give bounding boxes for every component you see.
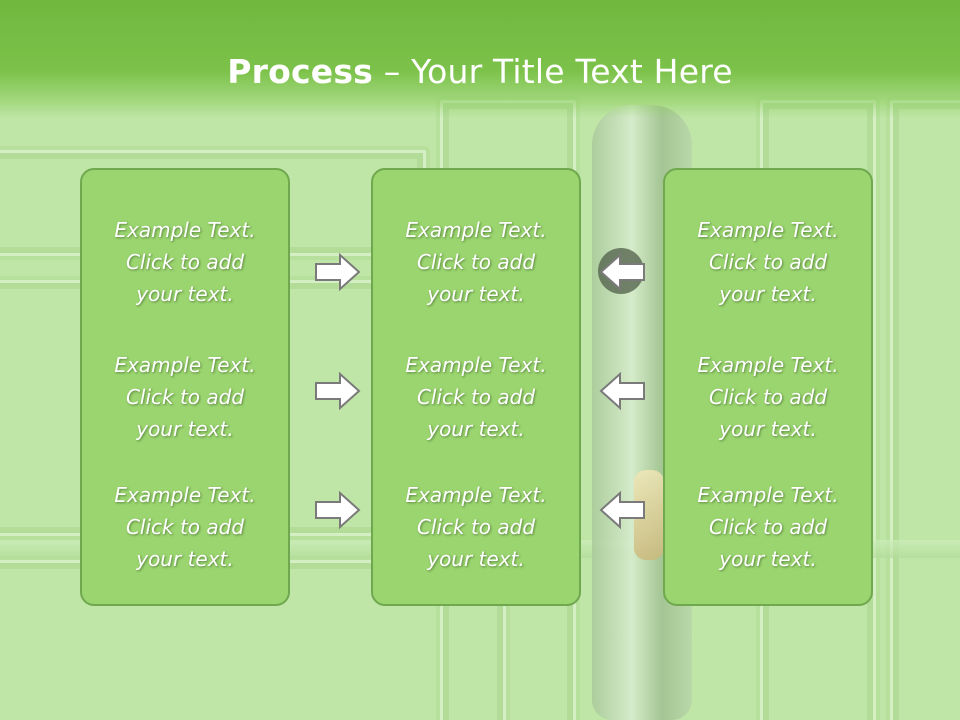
text-placeholder[interactable]: Example Text. Click to add your text.	[373, 349, 579, 445]
right-arrow-icon	[315, 490, 361, 530]
text-line: your text.	[136, 547, 234, 571]
text-line: Example Text.	[114, 218, 256, 242]
text-line: Click to add	[416, 250, 536, 274]
right-arrow-icon	[315, 371, 361, 411]
text-line: your text.	[719, 417, 817, 441]
text-placeholder[interactable]: Example Text. Click to add your text.	[82, 349, 288, 445]
text-placeholder[interactable]: Example Text. Click to add your text.	[665, 214, 871, 310]
text-line: Example Text.	[697, 218, 839, 242]
text-line: Click to add	[708, 385, 828, 409]
text-line: your text.	[136, 417, 234, 441]
text-line: Example Text.	[697, 483, 839, 507]
left-arrow-icon	[599, 371, 645, 411]
text-placeholder[interactable]: Example Text. Click to add your text.	[373, 214, 579, 310]
title-bold: Process	[227, 52, 374, 91]
text-line: Example Text.	[697, 353, 839, 377]
text-line: Example Text.	[405, 218, 547, 242]
title-rest: – Your Title Text Here	[373, 52, 733, 91]
text-line: your text.	[427, 417, 525, 441]
text-line: Example Text.	[114, 353, 256, 377]
door-panel	[890, 100, 960, 720]
right-arrow-icon	[315, 252, 361, 292]
text-line: Example Text.	[405, 483, 547, 507]
text-line: your text.	[427, 547, 525, 571]
text-line: Click to add	[125, 385, 245, 409]
text-line: Click to add	[125, 250, 245, 274]
text-placeholder[interactable]: Example Text. Click to add your text.	[665, 349, 871, 445]
left-arrow-icon	[599, 490, 645, 530]
text-line: Example Text.	[405, 353, 547, 377]
text-line: Click to add	[125, 515, 245, 539]
slide-title[interactable]: Process – Your Title Text Here	[0, 52, 960, 91]
text-line: Click to add	[708, 515, 828, 539]
process-box-left[interactable]: Example Text. Click to add your text. Ex…	[80, 168, 290, 606]
text-line: Click to add	[416, 385, 536, 409]
text-line: your text.	[136, 282, 234, 306]
process-box-right[interactable]: Example Text. Click to add your text. Ex…	[663, 168, 873, 606]
text-line: Click to add	[708, 250, 828, 274]
text-line: your text.	[427, 282, 525, 306]
text-placeholder[interactable]: Example Text. Click to add your text.	[82, 479, 288, 575]
process-box-center[interactable]: Example Text. Click to add your text. Ex…	[371, 168, 581, 606]
text-placeholder[interactable]: Example Text. Click to add your text.	[665, 479, 871, 575]
text-line: Example Text.	[114, 483, 256, 507]
title-bar	[0, 0, 960, 118]
text-line: your text.	[719, 282, 817, 306]
text-placeholder[interactable]: Example Text. Click to add your text.	[373, 479, 579, 575]
text-placeholder[interactable]: Example Text. Click to add your text.	[82, 214, 288, 310]
left-arrow-icon	[599, 252, 645, 292]
text-line: your text.	[719, 547, 817, 571]
text-line: Click to add	[416, 515, 536, 539]
